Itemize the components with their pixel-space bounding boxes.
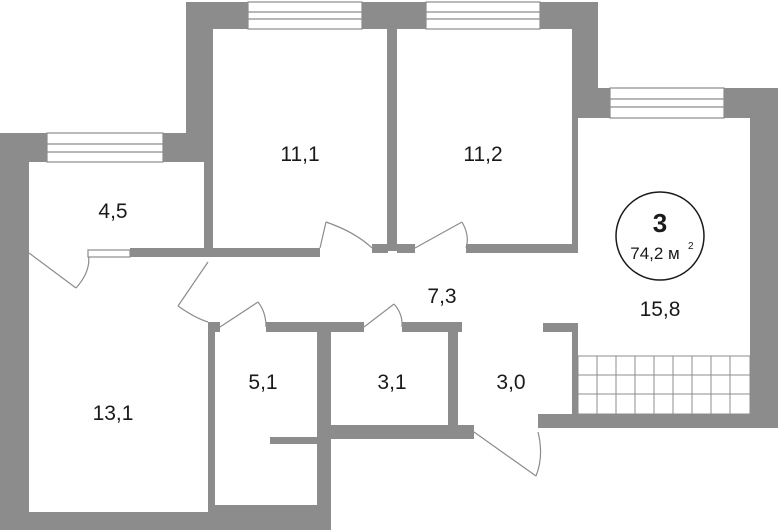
apartment-badge: 3 74,2 м 2 [615, 191, 705, 281]
door-bath1-lower [319, 449, 331, 471]
wall-kitchen-stub [543, 323, 578, 332]
wall-corridor-top-b [372, 244, 388, 253]
door-bedroom-left [319, 221, 373, 249]
room-area-corridor: 7,3 [427, 285, 456, 308]
wall-bath1-shelf [270, 437, 320, 444]
room-area-bathroom-2: 3,1 [377, 371, 406, 394]
window-bedroom-right [425, 1, 541, 30]
wall-corridor-top-d [466, 244, 578, 253]
room-area-kitchen-living: 15,8 [640, 298, 681, 321]
door-bath1 [219, 301, 267, 328]
door-corridor-left [177, 261, 209, 323]
wall-mid-bedrooms [387, 29, 397, 251]
wall-right-outer [750, 88, 778, 428]
wall-small-room-right [204, 162, 213, 257]
badge-circle [615, 191, 705, 281]
room-area-bedroom-left: 11,1 [280, 143, 319, 166]
room-area-bedroom-right: 11,2 [463, 143, 502, 166]
room-area-room-bottom-left: 13,1 [93, 402, 134, 425]
wall-bottom-left [0, 512, 213, 530]
door-storage [473, 431, 542, 477]
room-area-storage: 3,0 [496, 371, 525, 394]
wall-bath1-left [208, 322, 215, 530]
wall-right-inner-left [572, 118, 578, 252]
room-area-bathroom-1: 5,1 [248, 371, 277, 394]
wall-bath1-right [317, 322, 331, 512]
door-threshold-left [87, 249, 131, 258]
wall-corridor-bottom-c [402, 322, 462, 332]
door-bedroom-right [414, 221, 468, 249]
rooms-count: 3 [653, 208, 667, 238]
windows [46, 1, 725, 163]
wall-corridor-top-c [397, 244, 415, 253]
wall-left-outer [0, 133, 29, 530]
wall-bath1-bottom [208, 505, 331, 530]
door-room-bottom-left [28, 252, 90, 289]
room-area-small-room: 4,5 [98, 200, 127, 223]
window-bedroom-left [247, 1, 363, 30]
wall-bath2-bottom [331, 425, 474, 439]
wall-bath2-right [448, 322, 458, 432]
wall-bottom-right [538, 414, 778, 428]
area-unit-superscript: 2 [688, 241, 694, 252]
wall-kitchen-col [572, 323, 578, 428]
door-bath2 [363, 303, 403, 328]
doors [28, 221, 542, 477]
window-small-room [46, 132, 164, 163]
wall-corridor-top-a [130, 248, 320, 257]
kitchen-counter [577, 355, 751, 415]
total-area: 74,2 м [630, 244, 680, 263]
wall-corridor-bottom-b [266, 322, 364, 332]
window-kitchen [609, 87, 725, 119]
